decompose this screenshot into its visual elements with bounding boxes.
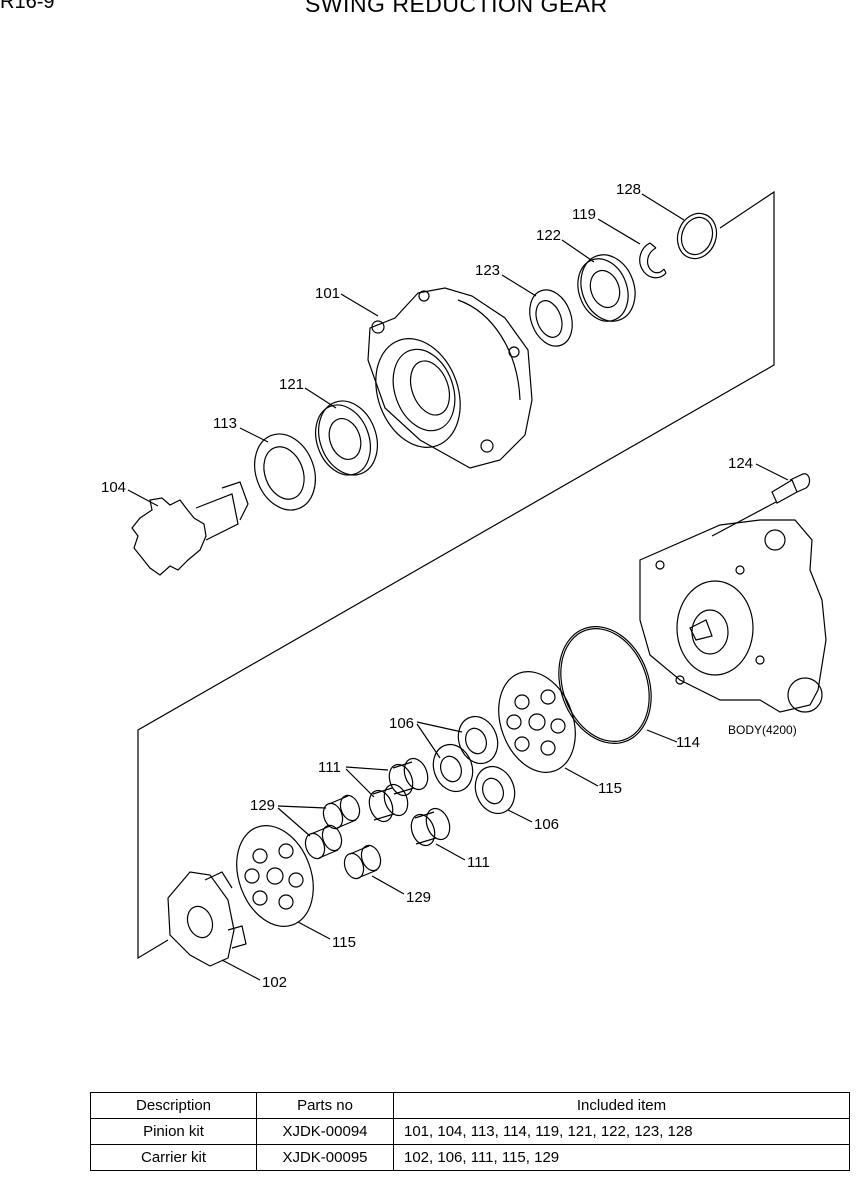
callout-119: 119 — [572, 206, 596, 223]
table-row: Carrier kit XJDK-00095 102, 106, 111, 11… — [90, 1144, 850, 1171]
part-104-pinion-shaft — [131, 481, 249, 576]
cell-included-item: 101, 104, 113, 114, 119, 121, 122, 123, … — [393, 1118, 850, 1145]
callout-129-upper: 129 — [250, 797, 275, 814]
part-128-oring — [676, 212, 718, 260]
callout-114: 114 — [676, 734, 700, 751]
table-row: Pinion kit XJDK-00094 101, 104, 113, 114… — [90, 1118, 850, 1145]
callout-102: 102 — [262, 974, 287, 991]
part-119-snap-ring — [639, 242, 667, 279]
part-129-bushing-c — [343, 844, 382, 880]
part-115-plate-lower — [236, 825, 314, 927]
part-106-gear-middle — [432, 743, 474, 793]
part-111-needle-bearing-b — [368, 783, 409, 823]
column-header-description: Description — [90, 1092, 257, 1119]
callout-106-upper: 106 — [389, 715, 414, 732]
part-113-seal — [254, 433, 316, 511]
part-123-seal — [529, 289, 573, 347]
column-header-parts-no: Parts no — [256, 1092, 394, 1119]
kit-parts-table: Description Parts no Included item Pinio… — [90, 1092, 850, 1171]
cell-description: Carrier kit — [90, 1144, 257, 1171]
motor-body — [639, 519, 827, 713]
part-114-oring — [558, 626, 652, 744]
part-101-housing — [367, 287, 533, 469]
cell-description: Pinion kit — [90, 1118, 257, 1145]
part-121-bearing — [315, 400, 378, 476]
part-124-bolt — [771, 473, 811, 504]
part-115-plate-upper — [498, 671, 576, 773]
leader-lines — [127, 193, 789, 981]
part-102-carrier — [167, 871, 247, 967]
callout-122: 122 — [536, 227, 561, 244]
assembly-boundary — [137, 190, 775, 960]
column-header-included-item: Included item — [393, 1092, 850, 1119]
callout-129-lower: 129 — [406, 889, 431, 906]
callout-123: 123 — [475, 262, 500, 279]
part-111-needle-bearing-a — [388, 757, 429, 797]
callout-106-lower: 106 — [534, 816, 559, 833]
cell-included-item: 102, 106, 111, 115, 129 — [393, 1144, 850, 1171]
part-111-needle-bearing-c — [410, 807, 451, 847]
table-header-row: Description Parts no Included item — [90, 1092, 850, 1119]
callout-124: 124 — [728, 455, 753, 472]
page-code: R16-9 — [0, 0, 55, 13]
page-title: SWING REDUCTION GEAR — [305, 0, 608, 17]
part-106-gear-lower — [474, 765, 516, 815]
cell-parts-no: XJDK-00095 — [256, 1144, 394, 1171]
callout-115-lower: 115 — [332, 934, 356, 951]
callout-128: 128 — [616, 181, 641, 198]
callout-104: 104 — [101, 479, 126, 496]
callout-111-lower: 111 — [467, 854, 490, 871]
part-106-gear-upper — [457, 715, 499, 765]
callout-113: 113 — [213, 415, 237, 432]
callout-101: 101 — [315, 285, 340, 302]
part-129-bushing-a — [322, 794, 361, 830]
callout-121: 121 — [279, 376, 304, 393]
exploded-parts-diagram: 128 119 122 123 101 121 113 104 124 BODY… — [101, 181, 827, 991]
cell-parts-no: XJDK-00094 — [256, 1118, 394, 1145]
part-122-bearing — [577, 254, 636, 322]
part-129-bushing-b — [304, 824, 343, 860]
callout-115-upper: 115 — [598, 780, 622, 797]
callout-111-upper: 111 — [318, 759, 341, 776]
body-label: BODY(4200) — [728, 723, 797, 737]
